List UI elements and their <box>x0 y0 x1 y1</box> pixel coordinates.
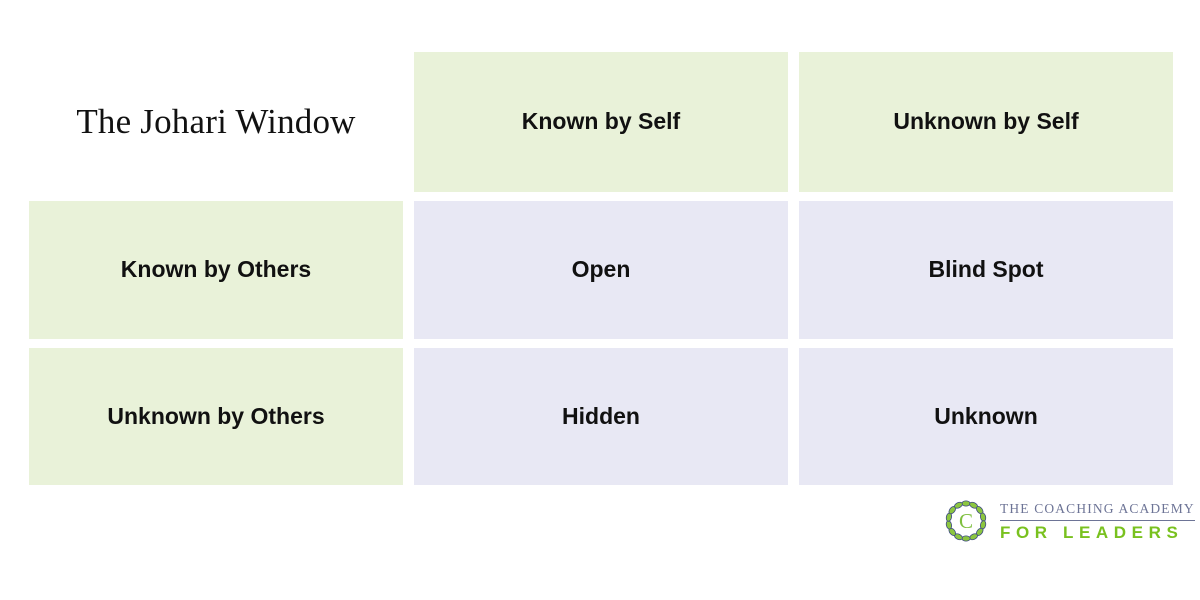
quadrant-label: Open <box>571 256 631 283</box>
logo-line-for-leaders: FOR LEADERS <box>1000 523 1184 543</box>
logo-wordmark: THE COACHING ACADEMY FOR LEADERS <box>1000 500 1195 542</box>
quadrant-hidden: Hidden <box>414 348 788 485</box>
quadrant-label: Unknown <box>934 402 1038 429</box>
page-title-cell: The Johari Window <box>29 52 403 192</box>
logo-divider <box>1000 520 1195 522</box>
row-header-unknown-by-others: Unknown by Others <box>29 348 403 485</box>
column-header-unknown-by-self: Unknown by Self <box>799 52 1173 192</box>
brand-logo: C THE COACHING ACADEMY FOR LEADERS <box>941 494 1195 548</box>
johari-window-matrix: The Johari Window Known by Self Unknown … <box>29 52 1173 485</box>
column-header-label: Known by Self <box>521 108 681 135</box>
quadrant-blind-spot: Blind Spot <box>799 201 1173 339</box>
quadrant-label: Hidden <box>562 402 640 429</box>
svg-text:C: C <box>959 509 973 533</box>
column-header-known-by-self: Known by Self <box>414 52 788 192</box>
row-header-label: Known by Others <box>120 256 312 283</box>
quadrant-label: Blind Spot <box>928 256 1044 283</box>
row-header-known-by-others: Known by Others <box>29 201 403 339</box>
quadrant-open: Open <box>414 201 788 339</box>
logo-line-academy: THE COACHING ACADEMY <box>1000 501 1195 517</box>
page-title: The Johari Window <box>76 101 356 141</box>
row-header-label: Unknown by Others <box>107 402 325 429</box>
laurel-wreath-c-monogram-icon: C <box>945 500 987 542</box>
quadrant-unknown: Unknown <box>799 348 1173 485</box>
column-header-label: Unknown by Self <box>893 108 1079 135</box>
